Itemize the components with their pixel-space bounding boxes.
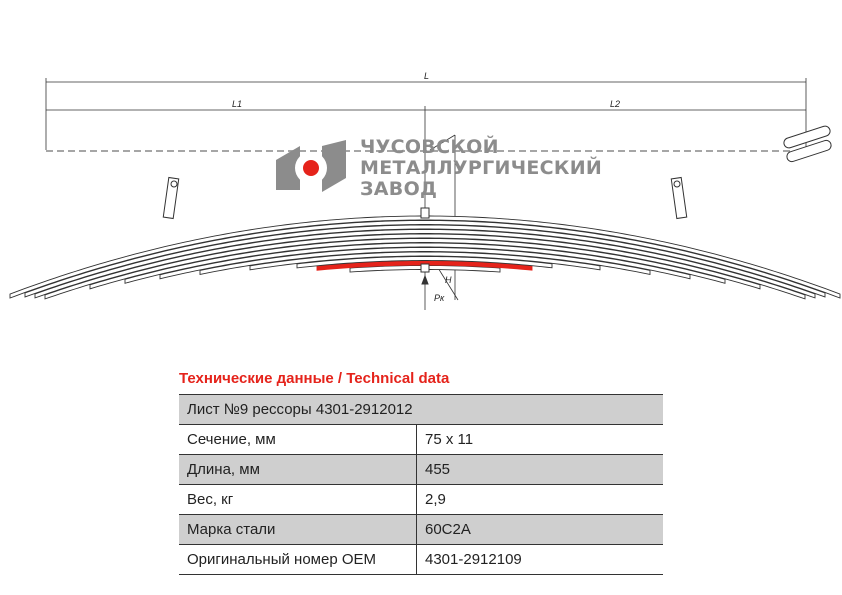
technical-data-table: Лист №9 рессоры 4301-2912012 Сечение, мм… <box>179 394 663 575</box>
row-value: 455 <box>416 454 663 485</box>
row-label: Вес, кг <box>179 484 417 515</box>
spring-eye <box>783 125 832 163</box>
highlighted-leaf <box>316 260 533 271</box>
dimension-labels: L L1 L2 H Pк <box>232 71 620 303</box>
table-header: Лист №9 рессоры 4301-2912012 <box>179 394 663 425</box>
spring-leaf <box>249 251 601 271</box>
row-label: Оригинальный номер OEM <box>179 544 417 575</box>
spring-leaf <box>9 215 841 299</box>
spring-leaf <box>34 224 816 299</box>
section-title: Технические данные / Technical data <box>179 370 450 387</box>
logo-text: ЧУСОВСКОЙ МЕТАЛЛУРГИЧЕСКИЙ ЗАВОД <box>360 137 602 200</box>
clamp-left <box>162 176 180 220</box>
dim-h-label: H <box>445 275 452 285</box>
table-header-row: Лист №9 рессоры 4301-2912012 <box>179 394 663 425</box>
logo-mark <box>276 140 346 192</box>
spring-leaf <box>124 238 726 284</box>
row-value: 2,9 <box>416 484 663 515</box>
spring-leaf <box>296 256 553 269</box>
row-label: Сечение, мм <box>179 424 417 455</box>
logo-line-2: МЕТАЛЛУРГИЧЕСКИЙ <box>360 157 603 179</box>
row-value: 4301-2912109 <box>416 544 663 575</box>
dim-l-label: L <box>424 71 429 81</box>
force-label: Pк <box>434 293 445 303</box>
dim-l1-label: L1 <box>232 99 242 109</box>
logo-line-1: ЧУСОВСКОЙ <box>360 136 499 158</box>
row-value: 75 x 11 <box>416 424 663 455</box>
dim-l2-label: L2 <box>610 99 620 109</box>
spring-leaf <box>199 247 651 275</box>
center-bolt <box>420 207 430 285</box>
spring-leaf <box>24 220 826 298</box>
spring-leaves <box>9 215 841 300</box>
leaf-spring-drawing: L L1 L2 H Pк <box>9 71 841 310</box>
row-label: Длина, мм <box>179 454 417 485</box>
logo-line-3: ЗАВОД <box>360 178 438 200</box>
spring-leaf <box>44 229 806 300</box>
clamp-right <box>670 176 688 220</box>
spring-leaf <box>89 233 761 290</box>
spring-leaf <box>159 242 691 280</box>
row-label: Марка стали <box>179 514 417 545</box>
row-value: 60С2А <box>416 514 663 545</box>
